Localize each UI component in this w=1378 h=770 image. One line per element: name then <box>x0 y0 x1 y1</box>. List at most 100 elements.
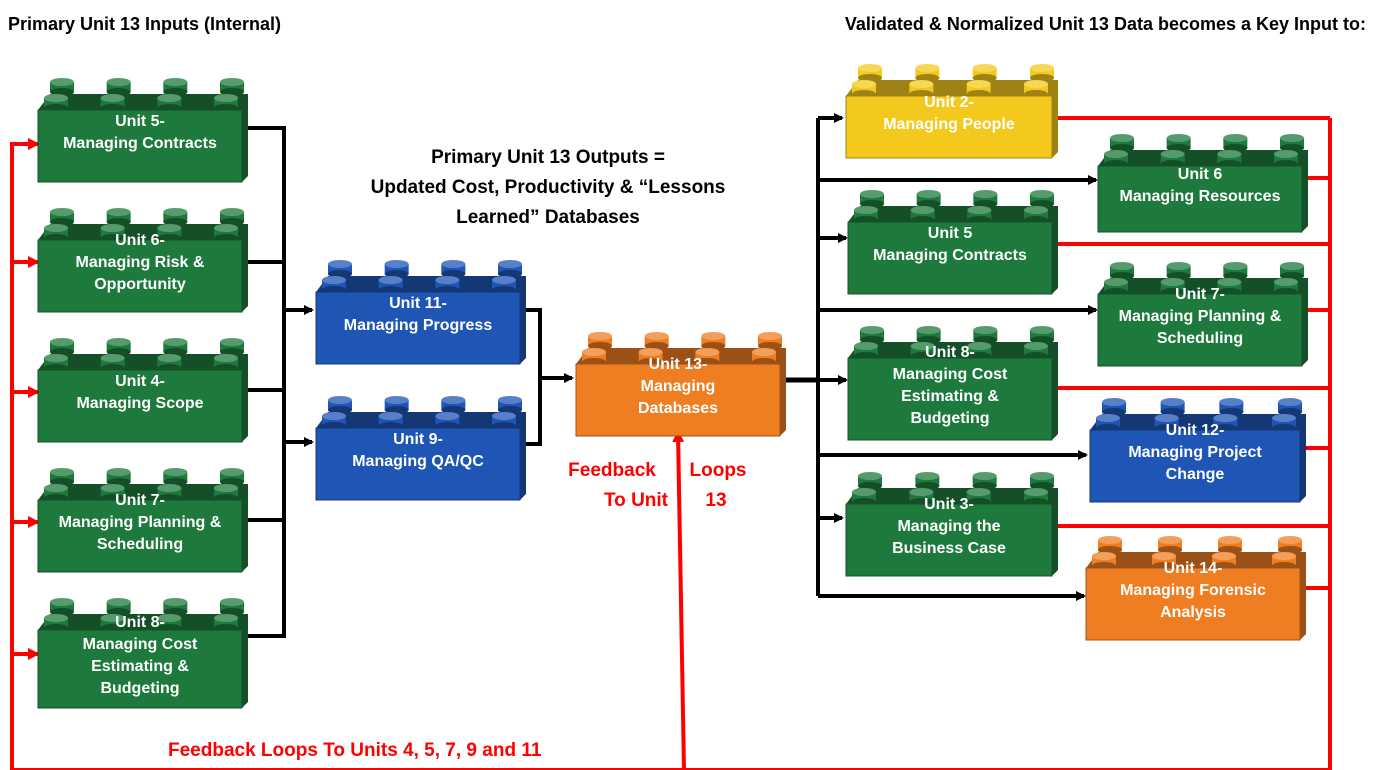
mid-unit-11-stud <box>384 260 409 278</box>
out-unit-8-stud <box>973 326 998 344</box>
out-unit-6-stud <box>1110 134 1134 152</box>
in-unit-8-stud <box>163 598 188 616</box>
out-unit-12-label-line-3: Change <box>1166 466 1225 483</box>
out-unit-3-label-line-1: Unit 3- <box>924 496 974 513</box>
out-unit-6-stud <box>1280 134 1304 152</box>
in-unit-5-stud <box>50 78 74 96</box>
out-unit-5-stud <box>854 206 878 224</box>
mid-unit-9-stud <box>322 412 346 430</box>
out-unit-12-stud <box>1096 414 1120 432</box>
out-unit-12-stud <box>1102 398 1126 416</box>
in-unit-5-stud <box>106 78 131 96</box>
out-unit-3-stud <box>972 472 997 490</box>
out-unit-8-stud <box>1024 342 1048 360</box>
key-input-heading: Validated & Normalized Unit 13 Data beco… <box>845 14 1366 34</box>
out-unit-12-stud <box>1219 398 1244 416</box>
out-unit-7-face <box>1097 293 1303 367</box>
out-unit-14-stud <box>1218 536 1242 554</box>
out-unit-3-stud <box>1030 472 1054 490</box>
out-unit-6-face <box>1097 165 1303 233</box>
out-unit-2-stud <box>1024 80 1048 98</box>
mid-unit-9-stud <box>328 396 352 414</box>
out-unit-8-stud <box>916 326 941 344</box>
out-unit-12-label-line-1: Unit 12- <box>1166 422 1225 439</box>
in-unit-6-label-line-1: Unit 6- <box>115 232 165 249</box>
in-unit-5-stud <box>100 94 125 112</box>
mid-unit-11-stud <box>328 260 352 278</box>
in-unit-5-stud <box>163 78 188 96</box>
in-unit-8-stud <box>44 614 68 632</box>
mid-unit-9-brick: Unit 9-Managing QA/QC <box>315 396 526 501</box>
mid-unit-9-stud <box>441 396 466 414</box>
out-unit-8-label-line-1: Unit 8- <box>925 344 975 361</box>
out-unit-3-face <box>845 503 1053 577</box>
out-unit-6-label-line-1: Unit 6 <box>1178 166 1223 183</box>
in-unit-7-face <box>37 499 243 573</box>
feedback-units-label: Feedback Loops To Units 4, 5, 7, 9 and 1… <box>168 740 542 761</box>
in-unit-4-stud <box>106 338 131 356</box>
out-unit-5-stud <box>1024 206 1048 224</box>
out-unit-3-stud <box>858 472 882 490</box>
out-unit-12-face <box>1089 429 1301 503</box>
in-unit-4-stud <box>100 354 125 372</box>
feedback-unit13-label-word-3: To Unit <box>604 490 669 511</box>
out-unit-3-stud <box>915 472 940 490</box>
in-unit-5-stud <box>157 94 182 112</box>
mid-unit-9-stud <box>378 412 403 430</box>
mid-unit-11-brick: Unit 11-Managing Progress <box>315 260 526 365</box>
mid-unit-9-label-line-1: Unit 9- <box>393 431 443 448</box>
in-unit-7-stud <box>50 468 74 486</box>
out-unit-8-stud <box>1030 326 1054 344</box>
mid-unit-11-stud <box>435 276 460 294</box>
out-unit-14-stud <box>1092 552 1116 570</box>
out-unit-2-stud <box>1030 64 1054 82</box>
out-unit-14-label-line-3: Analysis <box>1160 604 1226 621</box>
in-unit-7-label-line-3: Scheduling <box>97 536 183 553</box>
outputs-heading-line-3: Learned” Databases <box>456 207 640 228</box>
center-unit-13-stud <box>758 332 782 350</box>
in-unit-8-stud <box>220 598 244 616</box>
center-unit-13-label-line-2: Managing <box>641 378 716 395</box>
in-unit-5-stud <box>214 94 238 112</box>
out-unit-7-label-line-3: Scheduling <box>1157 330 1243 347</box>
out-unit-14-stud <box>1158 536 1182 554</box>
center-unit-13-label-line-3: Databases <box>638 400 718 417</box>
out-unit-8-label-line-3: Estimating & <box>901 388 999 405</box>
out-unit-6-stud <box>1274 150 1298 168</box>
mid-unit-9-stud <box>384 396 409 414</box>
in-unit-6-brick: Unit 6-Managing Risk &Opportunity <box>37 208 248 313</box>
in-unit-4-stud <box>214 354 238 372</box>
in-unit-4-brick: Unit 4- Managing Scope <box>37 338 248 443</box>
in-unit-4-label-line-2: Managing Scope <box>76 395 203 412</box>
out-unit-12-stud <box>1160 398 1185 416</box>
in-unit-6-label-line-3: Opportunity <box>94 276 186 293</box>
mid-bus-line <box>524 308 542 446</box>
mid-unit-9-stud <box>435 412 460 430</box>
out-unit-6-stud <box>1223 134 1248 152</box>
in-unit-5-stud <box>44 94 68 112</box>
center-unit-13-stud <box>701 332 726 350</box>
out-unit-7-stud <box>1166 262 1191 280</box>
out-unit-7-stud <box>1104 278 1128 296</box>
out-unit-8-face <box>847 357 1053 441</box>
out-unit-6-stud <box>1166 134 1191 152</box>
in-unit-5-face <box>37 109 243 183</box>
input-bus-line <box>246 126 286 638</box>
in-unit-7-stud <box>106 468 131 486</box>
out-unit-8-stud <box>860 326 884 344</box>
in-unit-4-label-line-1: Unit 4- <box>115 373 165 390</box>
out-unit-6-stud <box>1104 150 1128 168</box>
out-unit-12-stud <box>1272 414 1296 432</box>
in-unit-5-label-line-2: Managing Contracts <box>63 135 217 152</box>
out-unit-2-stud <box>972 64 997 82</box>
center-unit-13-stud <box>588 332 612 350</box>
mid-unit-11-stud <box>378 276 403 294</box>
in-unit-8-stud <box>50 598 74 616</box>
out-unit-12-stud <box>1278 398 1302 416</box>
